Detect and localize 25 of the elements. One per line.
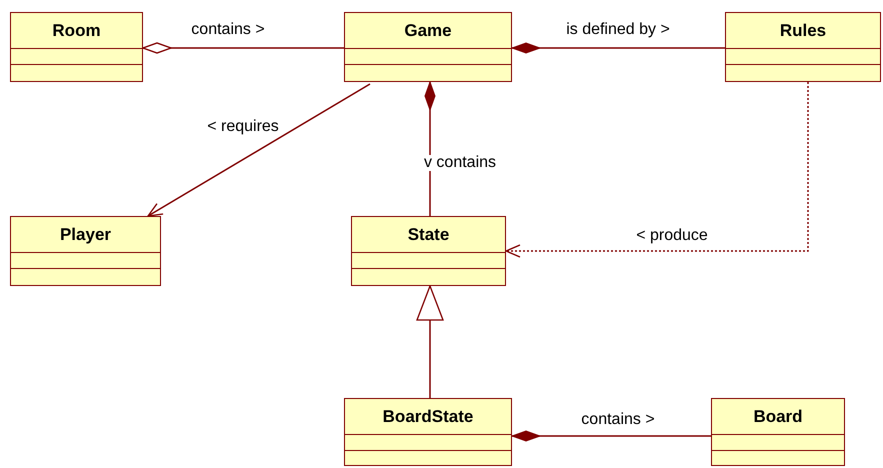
edge-label: < requires [205,119,281,135]
class-name: BoardState [382,406,474,428]
dependency-arrow [505,82,809,258]
class-name: Game [404,20,452,42]
association-arrow [147,83,370,217]
edge-label: v contains [422,155,498,171]
class-box [725,12,881,82]
class-name: Room [52,20,101,42]
class-name: State [408,224,450,246]
class-name: Player [60,224,112,246]
edge-label: < produce [634,228,710,244]
class-box [351,216,506,286]
composition-line [424,82,436,216]
edge-label: is defined by > [564,22,672,38]
class-name: Rules [780,20,826,42]
aggregation-line [142,42,344,54]
class-box [10,12,143,82]
class-box [10,216,161,286]
composition-line [512,430,711,442]
class-box [344,398,512,466]
generalization-arrow [416,285,444,398]
composition-line [512,42,725,54]
class-box [344,12,512,82]
class-box [711,398,845,466]
class-name: Board [753,406,803,428]
